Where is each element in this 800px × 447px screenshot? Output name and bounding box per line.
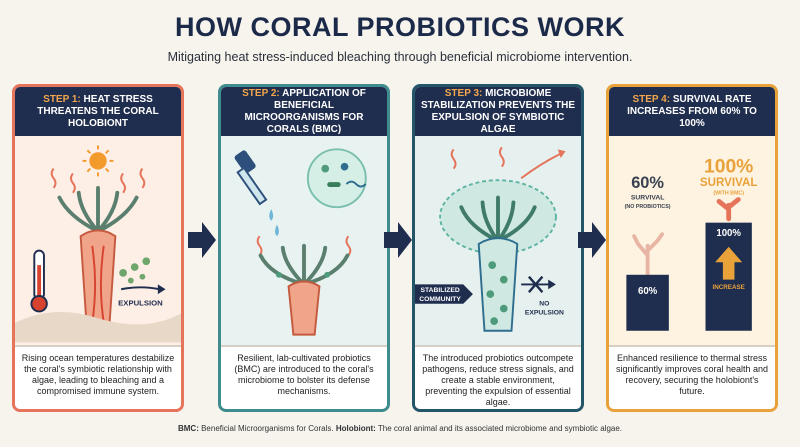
expulsion-arrow-icon: [120, 284, 166, 295]
bleached-coral-icon: [632, 232, 665, 277]
step-1-description: Rising ocean temperatures destabilize th…: [15, 345, 181, 409]
microbe-bubble-icon: [306, 148, 367, 209]
bmc-term: BMC:: [177, 424, 199, 433]
survival-100-label: SURVIVAL: [700, 177, 757, 189]
protective-microbe-cloud-icon: [439, 179, 557, 332]
step-3-panel: STEP 3: MICROBIOME STABILIZATION PREVENT…: [412, 84, 584, 412]
survival-60-value: 60%: [631, 174, 664, 192]
stabilized-community-label-box: STABILIZED COMMUNITY: [415, 284, 473, 304]
heat-wave-icons: [50, 168, 146, 194]
survival-60-label: SURVIVAL: [631, 195, 665, 202]
thermometer-icon: [30, 249, 48, 313]
coral-polyp-icon: [258, 243, 350, 336]
step-4-description: Enhanced resilience to thermal stress si…: [609, 345, 775, 409]
no-probiotics-label: (NO PROBIOTICS): [625, 204, 671, 210]
step-3-header: STEP 3: MICROBIOME STABILIZATION PREVENT…: [415, 87, 581, 136]
step-2-heading: APPLICATION OF BENEFICIAL MICROORGANISMS…: [244, 87, 366, 135]
no-expulsion-cross-icon: [521, 275, 556, 293]
sun-icon: [82, 145, 114, 177]
stabilized-label-line2: COMMUNITY: [419, 296, 461, 303]
with-bmc-label: (WITH BMC): [713, 191, 744, 197]
bar-100-label: 100%: [716, 228, 741, 239]
arrow-right-icon: [384, 222, 412, 258]
no-expulsion-label-line1: NO: [539, 301, 549, 308]
step-4-heading: SURVIVAL RATE INCREASES FROM 60% TO 100%: [627, 93, 757, 129]
page-subtitle: Mitigating heat stress-induced bleaching…: [167, 50, 633, 64]
step-4-number: STEP 4:: [632, 93, 671, 105]
step-2-description: Resilient, lab-cultivated probiotics (BM…: [221, 345, 387, 409]
heat-stressed-coral-illustration: EXPULSION: [15, 145, 181, 343]
step-4-panel: STEP 4: SURVIVAL RATE INCREASES FROM 60%…: [606, 84, 778, 412]
coral-polyp-icon: [15, 185, 181, 343]
stabilized-coral-illustration: STABILIZED COMMUNITY NO EXPULSION: [415, 146, 566, 332]
bar-60-label: 60%: [638, 286, 658, 297]
heat-wave-icons: [256, 235, 352, 257]
step-1-heading: HEAT STRESS THREATENS THE CORAL HOLOBION…: [37, 93, 159, 129]
step-1-number: STEP 1:: [43, 93, 81, 105]
step-3-number: STEP 3:: [444, 87, 483, 99]
deflect-arrow-icon: [520, 153, 561, 180]
expelled-algae-icons: [119, 257, 151, 284]
step-3-description: The introduced probiotics outcompete pat…: [415, 345, 581, 409]
expulsion-label: EXPULSION: [118, 299, 163, 308]
holobiont-definition: The coral animal and its associated micr…: [377, 424, 623, 433]
step-2-number: STEP 2:: [242, 87, 280, 99]
holobiont-term: Holobiont:: [335, 424, 376, 433]
bmc-definition: Beneficial Microorganisms for Corals.: [201, 424, 334, 433]
bar-60: [626, 274, 669, 331]
heat-wave-icons: [450, 146, 505, 170]
step-1-header: STEP 1: HEAT STRESS THREATENS THE CORAL …: [15, 87, 181, 136]
arrow-right-icon: [188, 222, 216, 258]
increase-arrow-icon: [715, 246, 743, 280]
step-2-header: STEP 2: APPLICATION OF BENEFICIAL MICROO…: [221, 87, 387, 136]
step-4-header: STEP 4: SURVIVAL RATE INCREASES FROM 60%…: [609, 87, 775, 136]
survival-100-value: 100%: [704, 156, 753, 177]
no-expulsion-label-line2: EXPULSION: [525, 309, 564, 316]
step-1-panel: STEP 1: HEAT STRESS THREATENS THE CORAL …: [12, 84, 184, 412]
dropper-icon: [234, 150, 279, 237]
survival-chart: 60% SURVIVAL (NO PROBIOTICS) 100% SURVIV…: [625, 156, 757, 331]
healthy-coral-icon: [716, 197, 741, 222]
footer-glossary: BMC: Beneficial Microorganisms for Coral…: [0, 424, 800, 433]
step-2-panel: STEP 2: APPLICATION OF BENEFICIAL MICROO…: [218, 84, 390, 412]
probiotic-application-illustration: [234, 148, 367, 336]
page-title: HOW CORAL PROBIOTICS WORK: [175, 12, 625, 42]
increase-label: INCREASE: [712, 284, 744, 291]
step-3-heading: MICROBIOME STABILIZATION PREVENTS THE EX…: [420, 87, 576, 135]
stabilized-label-line1: STABILIZED: [420, 287, 459, 294]
arrow-right-icon: [578, 222, 606, 258]
